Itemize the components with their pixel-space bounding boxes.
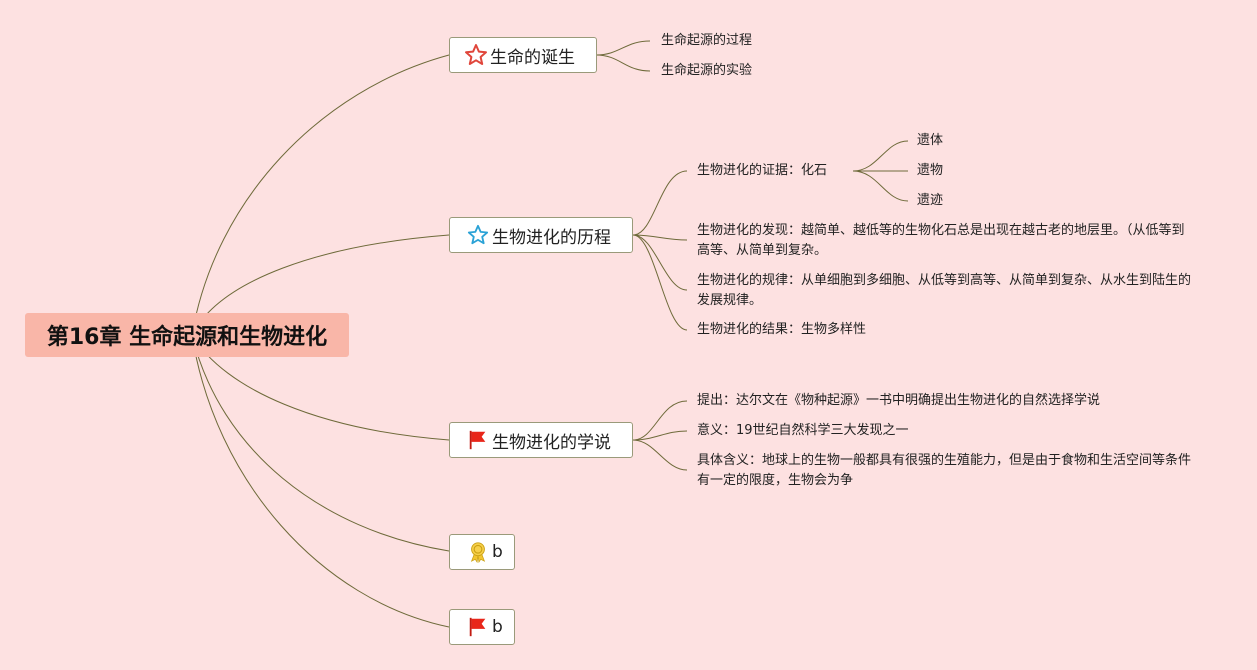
leaf-origin-experiment[interactable]: 生命起源的实验	[661, 63, 753, 78]
leaf-evolution-rule[interactable]: 生物进化的规律：从单细胞到多细胞、从低等到高等、从简单到复杂、从水生到陆生的发展…	[697, 273, 1192, 308]
branch-b-flag[interactable]: b	[449, 609, 515, 645]
root-topic-label: 第16章 生命起源和生物进化	[46, 325, 328, 350]
branch-birth-of-life[interactable]: 生命的诞生	[449, 37, 597, 73]
link-history-discovery	[632, 234, 688, 241]
blue-star-icon	[466, 223, 490, 247]
leaf-theory-proposal[interactable]: 提出：达尔文在《物种起源》一书中明确提出生物进化的自然选择学说	[697, 393, 1101, 408]
link-theory-meaning	[632, 430, 688, 441]
leaf-evolution-evidence[interactable]: 生物进化的证据：化石	[697, 163, 828, 178]
link-theory-meaning-detail	[632, 439, 688, 471]
leaf-theory-meaning[interactable]: 具体含义：地球上的生物一般都具有很强的生殖能力，但是由于食物和生活空间等条件有一…	[697, 453, 1192, 488]
link-theory-propose	[632, 400, 688, 441]
leaf-theory-significance[interactable]: 意义：19世纪自然科学三大发现之一	[697, 423, 909, 438]
leaf-evidence-relics[interactable]: 遗物	[917, 163, 944, 178]
red-flag-icon	[466, 615, 490, 639]
leaf-origin-process[interactable]: 生命起源的过程	[661, 33, 753, 48]
leaf-evolution-discovery[interactable]: 生物进化的发现：越简单、越低等的生物化石总是出现在越古老的地层里。（从低等到高等…	[697, 223, 1185, 258]
root-topic[interactable]: 第16章 生命起源和生物进化	[25, 313, 349, 357]
link-evidence-relics3	[852, 170, 909, 202]
leaf-evolution-result[interactable]: 生物进化的结果：生物多样性	[697, 322, 867, 337]
link-root-birth	[191, 54, 450, 336]
branch-evolution-theory[interactable]: 生物进化的学说	[449, 422, 633, 458]
leaf-evidence-traces[interactable]: 遗迹	[917, 193, 944, 208]
branch-evolution-history[interactable]: 生物进化的历程	[449, 217, 633, 253]
link-root-b1	[191, 334, 450, 552]
branch-b-flag-label: b	[492, 617, 503, 637]
leaf-evidence-remains[interactable]: 遗体	[917, 133, 944, 148]
link-birth-experiment	[595, 54, 651, 72]
red-flag-icon	[466, 428, 490, 452]
medal-icon	[466, 540, 490, 564]
branch-evolution-history-label: 生物进化的历程	[492, 227, 611, 248]
branch-b-medal-label: b	[492, 542, 503, 562]
link-history-evidence	[632, 170, 688, 236]
link-history-rule	[632, 234, 688, 291]
link-history-result	[632, 234, 688, 331]
branch-evolution-theory-label: 生物进化的学说	[492, 432, 611, 453]
link-root-b2	[191, 334, 450, 628]
branch-b-medal[interactable]: b	[449, 534, 515, 570]
link-evidence-relics1	[852, 140, 909, 172]
branch-birth-of-life-label: 生命的诞生	[490, 47, 575, 68]
red-star-icon	[464, 43, 488, 67]
link-birth-process	[595, 40, 651, 56]
